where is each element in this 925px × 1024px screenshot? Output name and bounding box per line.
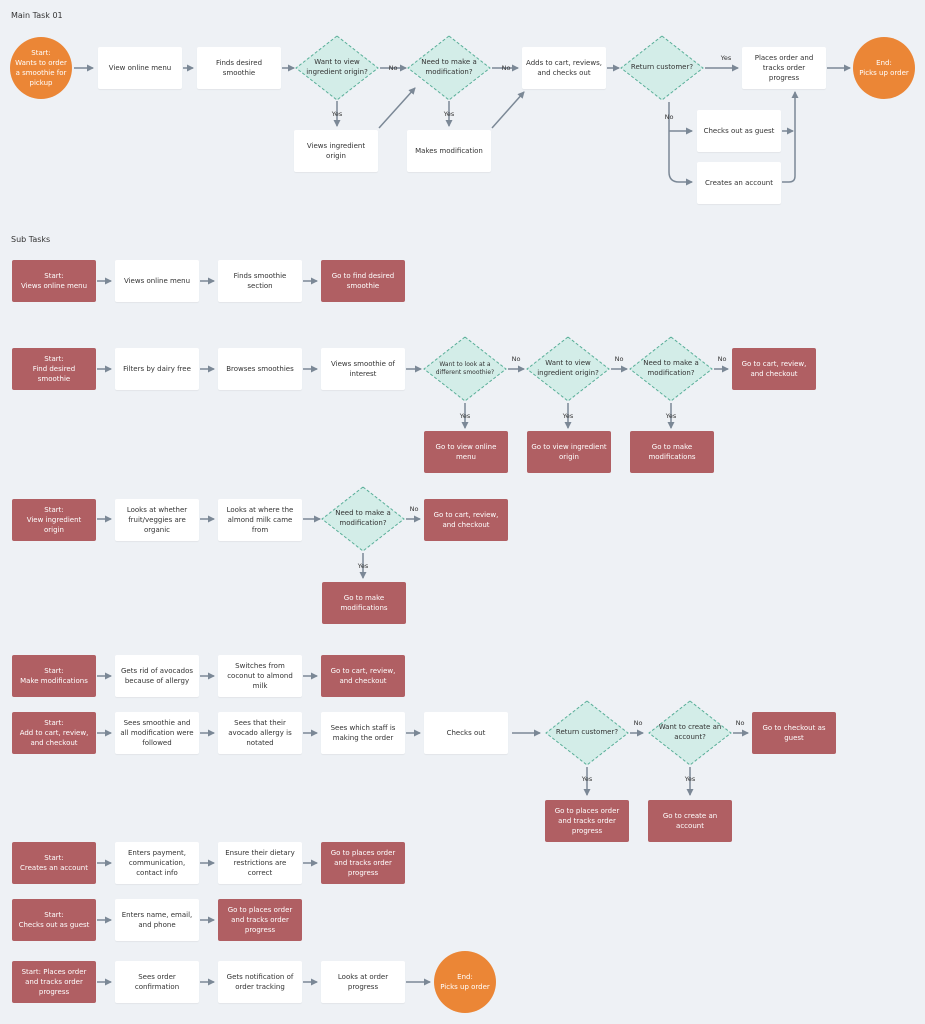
views-interest-step: Views smoothie of interest bbox=[321, 348, 405, 390]
enters-name-step: Enters name, email, and phone bbox=[115, 899, 199, 941]
decision-text: Want to create an account? bbox=[658, 723, 722, 741]
r6-goto-places-order: Go to places order and tracks order prog… bbox=[321, 842, 405, 884]
order-confirmation-step: Sees order confirmation bbox=[115, 961, 199, 1003]
views-menu-step: Views online menu bbox=[115, 260, 199, 302]
start-create-account: Start: Creates an account bbox=[12, 842, 96, 884]
different-smoothie-decision: Want to look at a different smoothie? bbox=[423, 336, 507, 402]
staff-step: Sees which staff is making the order bbox=[321, 712, 405, 754]
dietary-step: Ensure their dietary restrictions are co… bbox=[218, 842, 302, 884]
goto-cart: Go to cart, review, and checkout bbox=[732, 348, 816, 390]
checkout-guest-step: Checks out as guest bbox=[697, 110, 781, 152]
makes-modification-step: Makes modification bbox=[407, 130, 491, 172]
enters-payment-step: Enters payment, communication, contact i… bbox=[115, 842, 199, 884]
yes-label: Yes bbox=[459, 412, 471, 420]
goto-find-smoothie: Go to find desired smoothie bbox=[321, 260, 405, 302]
r3-modification-decision: Need to make a modification? bbox=[321, 486, 405, 552]
decision-text: Want to view ingredient origin? bbox=[306, 58, 368, 76]
r7-goto-places-order: Go to places order and tracks order prog… bbox=[218, 899, 302, 941]
decision-text: Want to look at a different smoothie? bbox=[435, 360, 495, 376]
yes-label: Yes bbox=[581, 775, 593, 783]
browses-step: Browses smoothies bbox=[218, 348, 302, 390]
goto-create-account: Go to create an account bbox=[648, 800, 732, 842]
make-modification-decision: Need to make a modification? bbox=[629, 336, 713, 402]
finds-smoothie-step: Finds desired smoothie bbox=[197, 47, 281, 89]
connector-arrow bbox=[668, 102, 693, 186]
views-origin-step: Views ingredient origin bbox=[294, 130, 378, 172]
yes-label: Yes bbox=[443, 110, 455, 118]
main-task-header: Main Task 01 bbox=[11, 11, 63, 20]
finds-section-step: Finds smoothie section bbox=[218, 260, 302, 302]
r5-goto-places-order: Go to places order and tracks order prog… bbox=[545, 800, 629, 842]
goto-make-mods: Go to make modifications bbox=[630, 431, 714, 473]
add-cart-step: Adds to cart, reviews, and checks out bbox=[522, 47, 606, 89]
decision-text: Return customer? bbox=[630, 63, 694, 72]
no-label: No bbox=[735, 719, 745, 727]
no-label: No bbox=[409, 505, 419, 513]
yes-label: Yes bbox=[357, 562, 369, 570]
create-account-decision: Want to create an account? bbox=[648, 700, 732, 766]
no-label: No bbox=[511, 355, 521, 363]
goto-view-origin: Go to view ingredient origin bbox=[527, 431, 611, 473]
avocado-step: Gets rid of avocados because of allergy bbox=[115, 655, 199, 697]
no-label: No bbox=[388, 64, 398, 72]
end-sub: End: Picks up order bbox=[434, 951, 496, 1013]
return-customer-decision: Return customer? bbox=[620, 35, 704, 101]
start-views-menu: Start: Views online menu bbox=[12, 260, 96, 302]
r3-goto-make-mods: Go to make modifications bbox=[322, 582, 406, 624]
start-places-order: Start: Places order and tracks order pro… bbox=[12, 961, 96, 1003]
notification-step: Gets notification of order tracking bbox=[218, 961, 302, 1003]
r4-goto-cart: Go to cart, review, and checkout bbox=[321, 655, 405, 697]
coconut-step: Switches from coconut to almond milk bbox=[218, 655, 302, 697]
decision-text: Want to view ingredient origin? bbox=[537, 359, 599, 377]
yes-label: Yes bbox=[684, 775, 696, 783]
start-main: Start: Wants to order a smoothie for pic… bbox=[10, 37, 72, 99]
yes-label: Yes bbox=[331, 110, 343, 118]
connector-arrow bbox=[378, 87, 416, 129]
end-main: End: Picks up order bbox=[853, 37, 915, 99]
filters-dairy-step: Filters by dairy free bbox=[115, 348, 199, 390]
places-order-step: Places order and tracks order progress bbox=[742, 47, 826, 89]
r3-goto-cart: Go to cart, review, and checkout bbox=[424, 499, 508, 541]
start-find-smoothie: Start: Find desired smoothie bbox=[12, 348, 96, 390]
almond-milk-step: Looks at where the almond milk came from bbox=[218, 499, 302, 541]
allergy-notated-step: Sees that their avocado allergy is notat… bbox=[218, 712, 302, 754]
decision-text: Need to make a modification? bbox=[335, 509, 391, 527]
yes-label: Yes bbox=[665, 412, 677, 420]
view-origin-decision: Want to view ingredient origin? bbox=[526, 336, 610, 402]
connector-arrow bbox=[782, 91, 799, 183]
yes-label: Yes bbox=[720, 54, 732, 62]
yes-label: Yes bbox=[562, 412, 574, 420]
checks-out-step: Checks out bbox=[424, 712, 508, 754]
goto-checkout-guest: Go to checkout as guest bbox=[752, 712, 836, 754]
connector-arrow bbox=[491, 91, 525, 129]
no-label: No bbox=[501, 64, 511, 72]
sees-smoothie-step: Sees smoothie and all modification were … bbox=[115, 712, 199, 754]
looks-progress-step: Looks at order progress bbox=[321, 961, 405, 1003]
start-cart: Start: Add to cart, review, and checkout bbox=[12, 712, 96, 754]
create-account-step: Creates an account bbox=[697, 162, 781, 204]
decision-text: Need to make a modification? bbox=[421, 58, 477, 76]
sub-tasks-header: Sub Tasks bbox=[11, 235, 51, 244]
start-make-mods: Start: Make modifications bbox=[12, 655, 96, 697]
decision-text: Need to make a modification? bbox=[643, 359, 699, 377]
view-online-menu-step: View online menu bbox=[98, 47, 182, 89]
want-view-origin-decision: Want to view ingredient origin? bbox=[295, 35, 379, 101]
start-checkout-guest: Start: Checks out as guest bbox=[12, 899, 96, 941]
decision-text: Return customer? bbox=[555, 728, 619, 737]
no-label: No bbox=[633, 719, 643, 727]
need-modification-decision: Need to make a modification? bbox=[407, 35, 491, 101]
no-label: No bbox=[664, 113, 674, 121]
no-label: No bbox=[717, 355, 727, 363]
organic-step: Looks at whether fruit/veggies are organ… bbox=[115, 499, 199, 541]
r5-return-customer-decision: Return customer? bbox=[545, 700, 629, 766]
no-label: No bbox=[614, 355, 624, 363]
goto-view-menu: Go to view online menu bbox=[424, 431, 508, 473]
start-view-origin: Start: View ingredient origin bbox=[12, 499, 96, 541]
